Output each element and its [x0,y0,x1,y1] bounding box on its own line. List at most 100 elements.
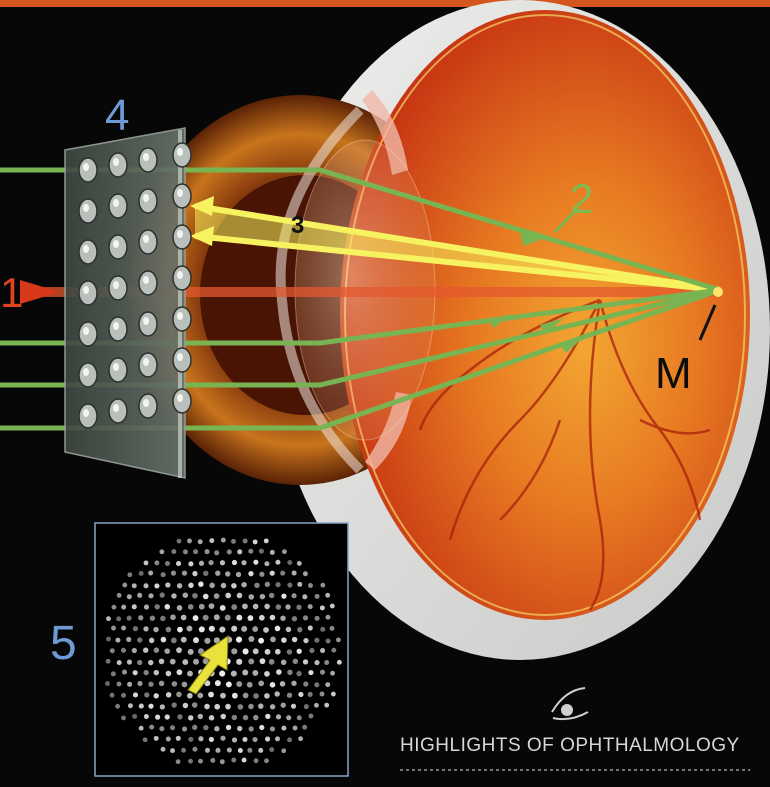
cone-dot [127,616,132,621]
cone-dot [110,693,115,698]
cone-dot [209,715,214,720]
cone-dot [259,549,264,554]
cone-dot [209,583,215,589]
cone-dot [286,627,291,632]
cone-dot [209,626,215,632]
cone-dot [116,616,121,621]
cone-dot [285,604,290,609]
cone-dot [231,583,237,589]
cone-dot [159,726,164,731]
cone-dot [160,704,165,709]
cone-dot [281,660,287,666]
cone-dot [302,725,307,730]
cone-dot [110,648,115,653]
cone-dot [270,637,276,643]
lenslet-highlight [83,409,89,417]
cone-dot [215,570,220,575]
lenslet [109,317,127,341]
cone-dot [270,550,275,555]
cone-dot [208,560,213,565]
cone-dot [197,693,203,699]
cone-dot [148,593,153,598]
cone-dot [231,671,237,677]
cone-dot [132,583,137,588]
cone-dot [238,748,243,753]
cone-dot [303,571,308,576]
cone-dot [192,702,198,708]
cone-dot [248,615,254,621]
cone-dot [105,681,110,686]
lenslet-highlight [177,394,183,402]
cone-dot [154,693,159,698]
cone-dot [177,583,182,588]
cone-dot [203,571,208,576]
cone-dot [320,583,325,588]
lenslet [173,184,191,208]
cone-dot [320,605,325,610]
cone-dot [276,714,281,719]
cone-dot [121,715,126,720]
cone-dot [215,680,221,686]
cone-dot [181,615,187,621]
lenslet-highlight [143,194,149,202]
lenslet-highlight [83,327,89,335]
cone-dot [171,549,176,554]
cone-dot [144,560,149,565]
cone-dot [127,594,132,599]
cone-dot [112,605,117,610]
cone-dot [215,748,220,753]
cone-dot [176,759,181,764]
cone-dot [298,692,303,697]
cone-dot [248,658,254,664]
cone-dot [171,593,176,598]
lenslet [173,389,191,413]
cone-dot [314,638,319,643]
lenslet [139,148,157,172]
cone-dot [161,637,167,643]
cone-dot [106,659,111,664]
cone-dot [182,726,187,731]
cone-dot [280,571,285,576]
lenslet [79,322,97,346]
cone-dot [320,692,325,697]
cone-dot [204,638,210,644]
cone-dot [325,615,330,620]
cone-dot [154,647,160,653]
cone-dot [166,627,172,633]
cone-dot [171,571,176,576]
macula-point [713,287,723,297]
label-5-inset: 5 [50,620,77,668]
cone-dot [241,582,246,587]
cone-dot [143,648,148,653]
cone-dot [320,648,325,653]
cone-dot [144,714,149,719]
lenslet-highlight [83,245,89,253]
cone-dot [269,747,274,752]
cone-dot [276,604,281,609]
lenslet [139,189,157,213]
cone-dot [148,704,153,709]
cone-dot [260,594,266,600]
cone-dot [128,703,133,708]
cone-dot [209,603,215,609]
cone-dot [121,605,126,610]
lenslet-highlight [113,158,119,166]
lenslet-highlight [177,189,183,197]
cone-dot [221,714,227,720]
cone-dot [275,649,281,655]
cone-dot [193,637,199,643]
cone-dot [242,603,248,609]
cone-dot [269,659,275,665]
cone-dot [248,571,253,576]
cone-dot [144,604,149,609]
cone-dot [264,671,270,677]
cone-dot [187,693,193,699]
cone-dot [172,681,178,687]
cone-dot [263,627,269,633]
lenslet-highlight [113,240,119,248]
cone-dot [265,714,270,719]
cone-dot [132,648,137,653]
cone-dot [324,703,329,708]
cone-dot [258,681,264,687]
